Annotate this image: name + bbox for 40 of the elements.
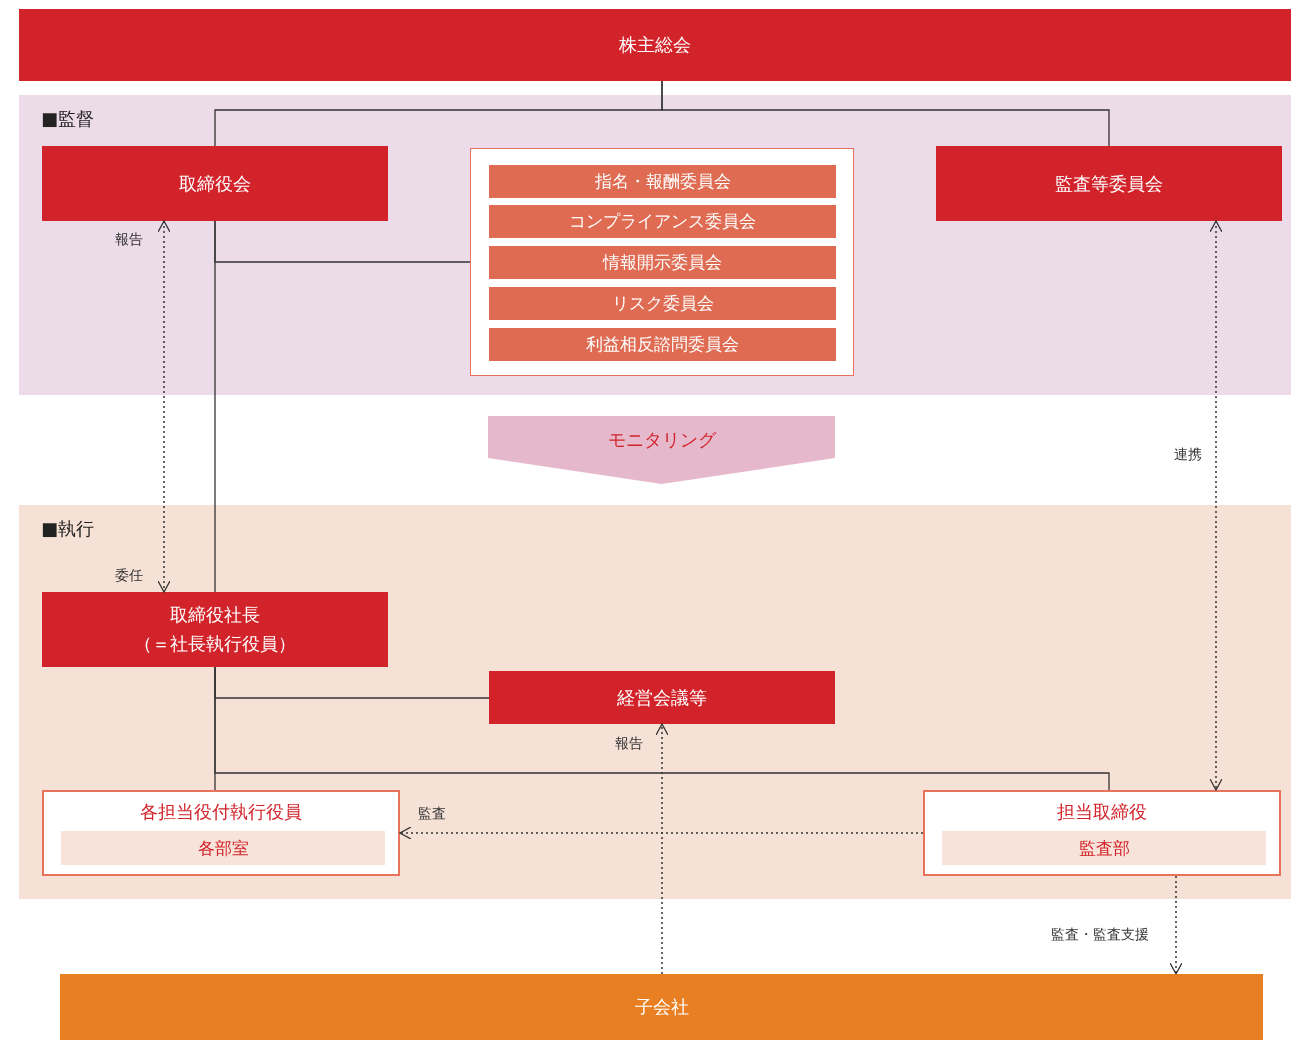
arrow bbox=[1209, 220, 1223, 791]
arrow bbox=[399, 826, 924, 840]
edge-label: 報告 bbox=[615, 735, 643, 753]
process-box: 監査等委員会 bbox=[936, 146, 1282, 221]
committee-box: コンプライアンス委員会 bbox=[489, 205, 836, 238]
section-heading: ■執行 bbox=[41, 517, 94, 541]
arrow bbox=[655, 723, 669, 975]
box-title: 取締役社長 bbox=[170, 602, 260, 627]
committee-box: リスク委員会 bbox=[489, 287, 836, 320]
process-box: 取締役会 bbox=[42, 146, 388, 221]
process-box: 経営会議等 bbox=[489, 671, 835, 724]
chevron-label: モニタリング bbox=[606, 428, 717, 452]
role-title: 各担当役付執行役員 bbox=[139, 800, 303, 824]
connector-line bbox=[661, 80, 1110, 147]
edge-label: 報告 bbox=[115, 231, 143, 249]
department-box: 監査部 bbox=[942, 831, 1266, 865]
section-band bbox=[19, 95, 1291, 395]
edge-label: 監査 bbox=[418, 805, 446, 823]
process-box: 株主総会 bbox=[19, 9, 1291, 81]
role-box bbox=[42, 790, 400, 876]
subsidiary-bar: 子会社 bbox=[60, 974, 1263, 1040]
connector-line bbox=[214, 666, 1110, 791]
connector-line bbox=[214, 220, 216, 593]
committee-box: 利益相反諮問委員会 bbox=[489, 328, 836, 361]
arrow bbox=[1169, 875, 1183, 975]
department-box: 各部室 bbox=[61, 831, 385, 865]
section-heading: ■監督 bbox=[41, 107, 94, 131]
edge-label: 連携 bbox=[1174, 446, 1202, 464]
section-band bbox=[19, 505, 1291, 899]
note-label: 委任 bbox=[115, 567, 143, 585]
monitoring-chevron bbox=[488, 416, 835, 484]
arrow bbox=[157, 220, 171, 593]
committee-box: 情報開示委員会 bbox=[489, 246, 836, 279]
edge-label: 監査・監査支援 bbox=[1051, 926, 1149, 944]
role-title: 担当取締役 bbox=[1056, 800, 1148, 824]
box-subtitle: （＝社長執行役員） bbox=[134, 631, 296, 656]
committee-frame bbox=[470, 148, 854, 376]
role-box bbox=[923, 790, 1281, 876]
committee-box: 指名・報酬委員会 bbox=[489, 165, 836, 198]
process-box bbox=[42, 592, 388, 667]
